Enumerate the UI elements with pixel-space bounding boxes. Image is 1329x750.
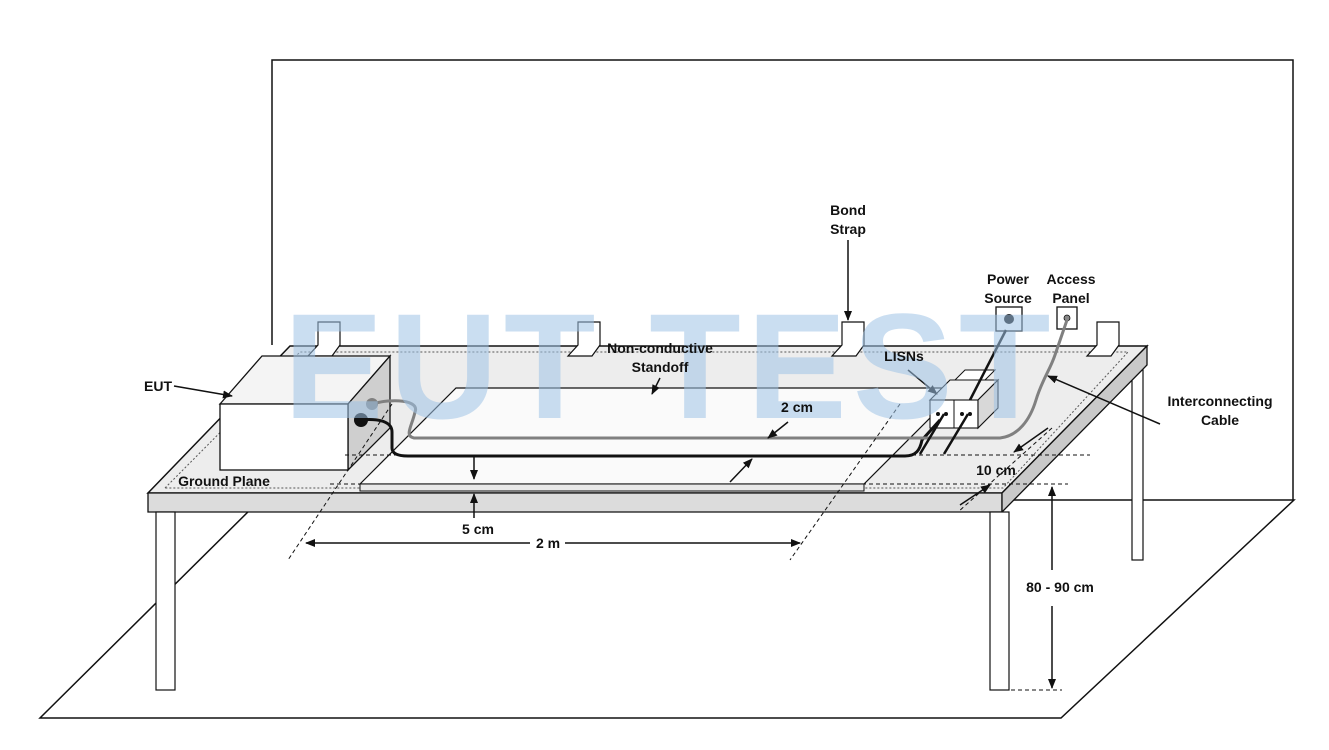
- watermark: EUT TEST: [283, 282, 1056, 450]
- label-lisns: LISNs: [884, 348, 924, 364]
- lisn-power-cable: [968, 329, 1008, 401]
- label-standoff-line2: Standoff: [632, 359, 689, 375]
- standoff-front: [359, 483, 865, 492]
- label-dim-height: 80 - 90 cm: [1026, 579, 1094, 595]
- label-interconnecting-line2: Cable: [1201, 412, 1239, 428]
- label-access-panel-line1: Access: [1046, 271, 1095, 287]
- table-leg-back-right: [1131, 369, 1144, 561]
- label-power-source-line2: Source: [984, 290, 1032, 306]
- label-bond-strap-line2: Strap: [830, 221, 866, 237]
- table-side-edge: [1001, 344, 1148, 514]
- label-dim-2m: 2 m: [536, 535, 560, 551]
- dim-2cm-arrow-b: [729, 458, 753, 483]
- back-wall: [271, 59, 1294, 500]
- eut-connector-gray: [366, 398, 378, 410]
- label-interconnecting-line1: Interconnecting: [1167, 393, 1272, 409]
- table-leg-front-left: [155, 511, 176, 691]
- dimension-guide-lines: [287, 403, 1090, 691]
- label-eut: EUT: [144, 378, 172, 394]
- eut-box: [218, 354, 392, 472]
- label-standoff-line1: Non-conductive: [607, 340, 713, 356]
- dim-2cm-arrow-a: [767, 421, 789, 439]
- dim-10cm-arrow-b: [959, 484, 991, 506]
- power-source-plug: [1004, 314, 1014, 324]
- lisn-supply-leads: [918, 413, 970, 455]
- eut-leader: [173, 385, 233, 399]
- label-access-panel-line2: Panel: [1052, 290, 1089, 306]
- label-dim-10cm: 10 cm: [976, 462, 1016, 478]
- label-ground-plane: Ground Plane: [178, 473, 270, 489]
- label-bond-strap-line1: Bond: [830, 202, 866, 218]
- label-power-source-line1: Power: [987, 271, 1030, 287]
- lisns-leader: [907, 369, 938, 395]
- eut-interconnect-cable: [371, 319, 1069, 440]
- eut-connector-black: [354, 413, 368, 427]
- standoff-leader: [651, 377, 661, 395]
- table-front-edge: [147, 492, 1003, 513]
- table-leg-front-right: [989, 511, 1010, 691]
- floor: [38, 499, 1296, 719]
- interconnecting-cable-leader: [1047, 375, 1161, 425]
- dim-10cm-arrow-a: [1013, 427, 1049, 453]
- label-dim-5cm: 5 cm: [462, 521, 494, 537]
- bond-straps: [306, 321, 1120, 357]
- label-dim-2cm: 2 cm: [781, 399, 813, 415]
